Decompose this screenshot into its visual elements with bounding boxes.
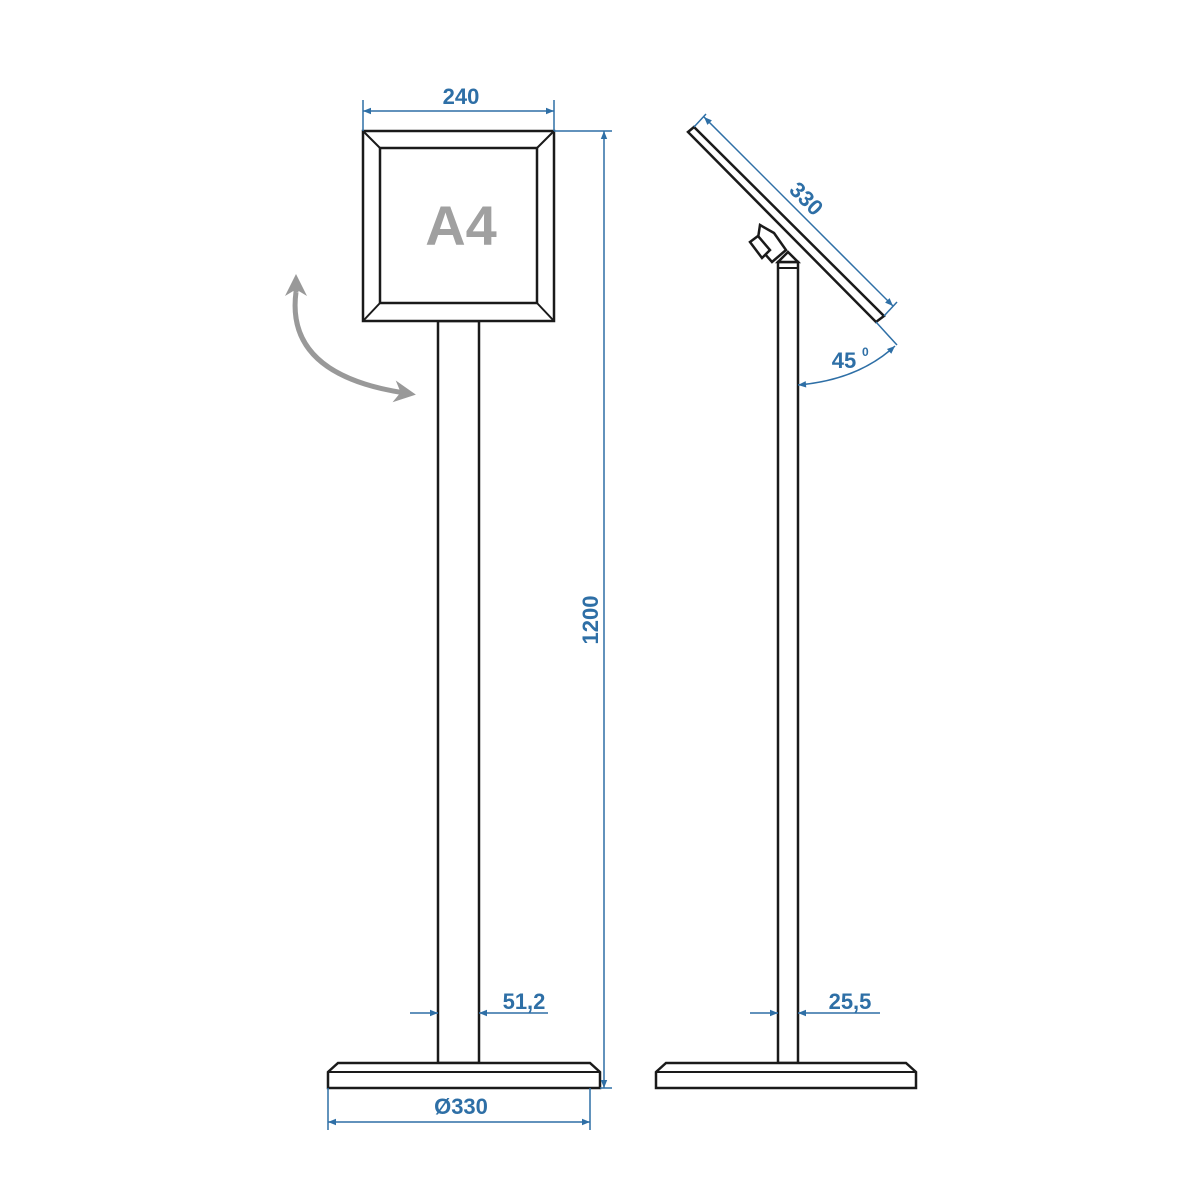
dimension-pole-diameter: 51,2 (410, 989, 548, 1017)
svg-text:0: 0 (862, 345, 869, 359)
svg-text:330: 330 (784, 177, 828, 221)
front-pole (436, 319, 481, 1065)
svg-text:Ø330: Ø330 (434, 1094, 488, 1119)
side-view: 330 45 0 25,5 (654, 113, 918, 1090)
dimension-height: 1200 (554, 130, 612, 1089)
svg-text:51,2: 51,2 (503, 989, 546, 1014)
side-base (654, 1061, 918, 1090)
sign-frame: A4 (361, 129, 556, 323)
side-pole (776, 260, 800, 1065)
dimension-angle: 45 0 (797, 321, 898, 388)
a4-label: A4 (425, 194, 497, 257)
front-view: A4 240 1200 51,2 Ø330 (285, 84, 612, 1130)
rotate-arrow-icon (292, 291, 416, 403)
front-base (326, 1061, 602, 1090)
svg-text:240: 240 (443, 84, 480, 109)
svg-text:45: 45 (832, 348, 856, 373)
dimension-width: 240 (362, 84, 555, 131)
dimension-pole-width: 25,5 (750, 989, 880, 1017)
dimension-base-diameter: Ø330 (327, 1088, 591, 1130)
svg-text:25,5: 25,5 (829, 989, 872, 1014)
svg-text:1200: 1200 (578, 596, 603, 645)
